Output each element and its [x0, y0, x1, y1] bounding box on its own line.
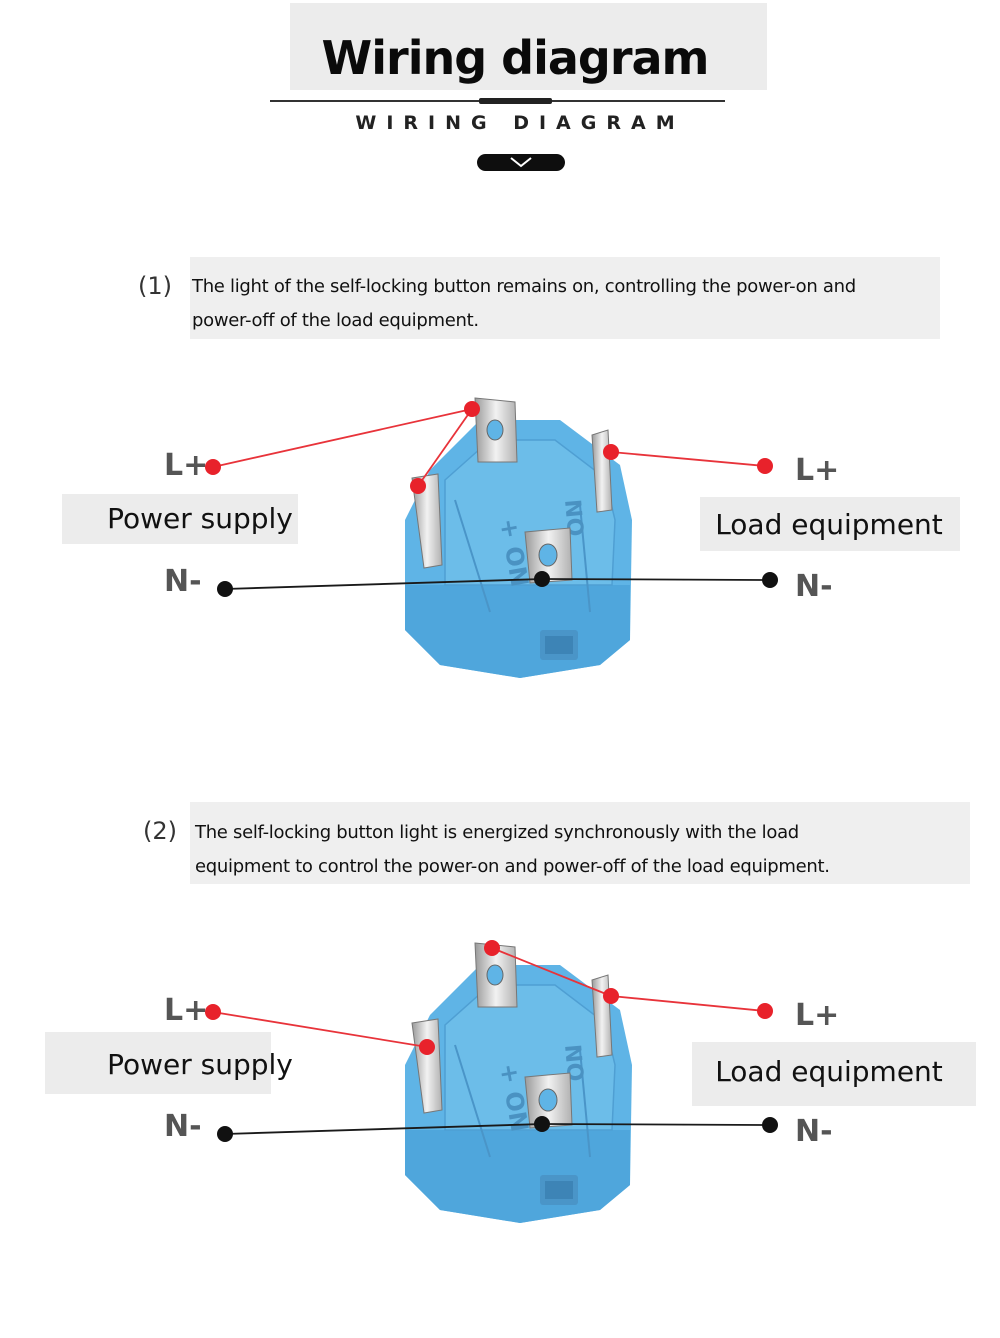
- description-2-line2: equipment to control the power-on and po…: [195, 856, 830, 877]
- switch-body-2: [404, 942, 633, 1224]
- wires-1: [205, 401, 778, 597]
- left-negative-1: N-: [164, 564, 202, 599]
- step-number-1: (1): [138, 272, 172, 300]
- load-equipment-label-2: Load equipment: [715, 1055, 943, 1088]
- step-number-2: (2): [143, 817, 177, 845]
- title-banner: [290, 3, 767, 90]
- left-positive-2: L+: [164, 993, 209, 1028]
- power-supply-label-1: Power supply: [107, 502, 293, 535]
- right-positive-1: L+: [795, 453, 840, 488]
- chevron-down-icon: [477, 154, 565, 171]
- description-1-line2: power-off of the load equipment.: [192, 310, 479, 331]
- left-positive-1: L+: [164, 448, 209, 483]
- left-negative-2: N-: [164, 1109, 202, 1144]
- title-divider-accent: [479, 98, 552, 104]
- switch-body-1: [404, 397, 633, 679]
- load-equipment-box-2: [692, 1042, 976, 1106]
- power-supply-label-2: Power supply: [107, 1048, 293, 1081]
- description-box-2: [190, 802, 970, 884]
- load-equipment-label-1: Load equipment: [715, 508, 943, 541]
- right-negative-1: N-: [795, 569, 833, 604]
- page-title: Wiring diagram: [321, 31, 710, 85]
- wires-2: [205, 940, 778, 1142]
- description-2-line1: The self-locking button light is energiz…: [195, 822, 799, 843]
- power-supply-box-1: [62, 494, 298, 544]
- description-1-line1: The light of the self-locking button rem…: [192, 276, 856, 297]
- load-equipment-box-1: [700, 497, 960, 551]
- right-positive-2: L+: [795, 998, 840, 1033]
- right-negative-2: N-: [795, 1114, 833, 1149]
- description-box-1: [190, 257, 940, 339]
- power-supply-box-2: [45, 1032, 271, 1094]
- page-subtitle: WIRING DIAGRAM: [355, 112, 685, 134]
